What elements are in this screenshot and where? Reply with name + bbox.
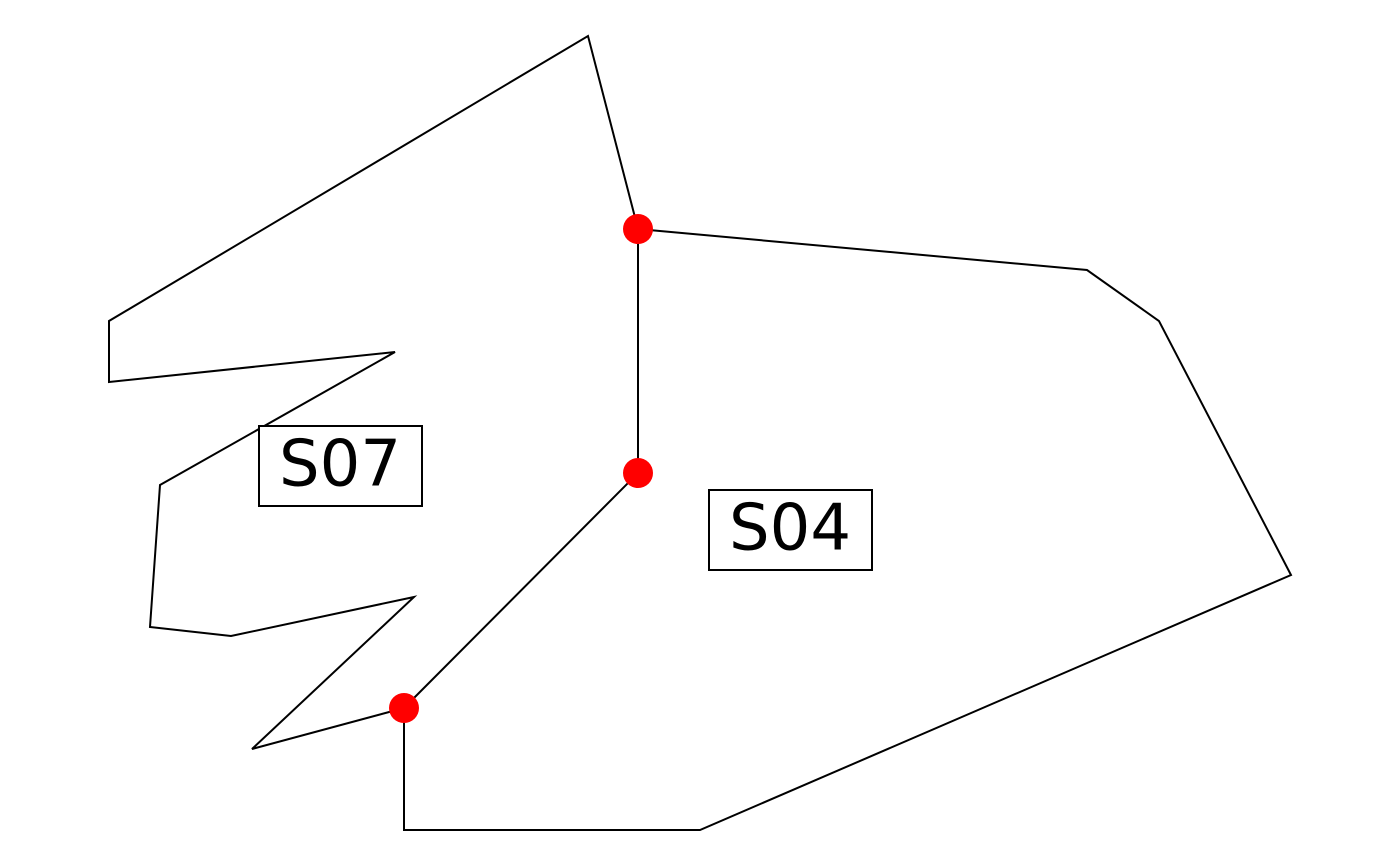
label-box-s04 — [708, 489, 873, 571]
label-box-s07 — [258, 425, 423, 507]
region-label-s07: S07 — [258, 425, 423, 507]
vertex-marker-bottom — [389, 693, 419, 723]
label-text-s07: S07 — [279, 428, 401, 502]
region-label-s04: S04 — [708, 489, 873, 571]
region-s07-outline — [108, 34, 639, 750]
label-text-s04: S04 — [729, 492, 851, 566]
shared-border — [403, 229, 639, 709]
vertex-marker-middle — [623, 458, 653, 488]
vertex-marker-top — [623, 214, 653, 244]
region-s04-outline — [403, 228, 1293, 831]
